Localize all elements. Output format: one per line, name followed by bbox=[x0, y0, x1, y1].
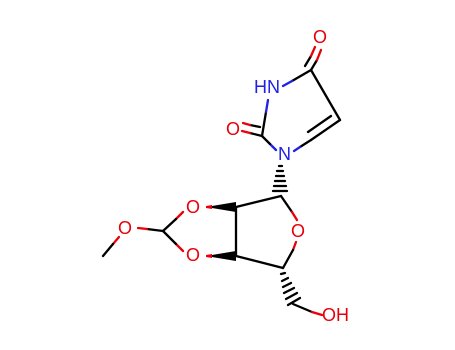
wedge-c3-o-red bbox=[206, 254, 212, 258]
atom-o-top: O bbox=[313, 27, 327, 47]
bond-c1-c2 bbox=[234, 194, 283, 209]
bond-c6-n1 bbox=[298, 138, 313, 149]
atom-hn: HN bbox=[254, 77, 280, 97]
bond-ome-ch3 bbox=[101, 242, 115, 258]
bond-c2-o-2-red bbox=[241, 121, 252, 127]
bond-o-c4-red bbox=[291, 240, 298, 252]
bond-c4-c5 bbox=[309, 68, 342, 122]
bond-n1-c2 bbox=[260, 134, 272, 146]
bond-c2-n3 bbox=[260, 110, 268, 138]
dioxolane-ring bbox=[101, 202, 236, 261]
atom-n1: N bbox=[278, 144, 291, 164]
bond-o-c-acetal-lower bbox=[161, 229, 178, 246]
bond-c4-o-2 bbox=[303, 54, 313, 68]
bond-c4-c3 bbox=[234, 254, 285, 270]
bond-c4-n3-blue bbox=[281, 79, 294, 88]
bond-c4-n3 bbox=[290, 68, 313, 83]
bond-c5-oh-red bbox=[310, 310, 324, 317]
atom-o-methoxy: O bbox=[118, 218, 132, 238]
atom-oh: OH bbox=[322, 305, 349, 325]
bond-c2-o bbox=[248, 131, 264, 138]
bond-c2-n3-blue bbox=[264, 98, 270, 114]
bond-o-c-acetal-upper bbox=[161, 217, 178, 233]
bond-c6-n1-blue bbox=[292, 145, 302, 153]
atom-o-dioxolane-lower: O bbox=[186, 245, 200, 265]
uracil-ring bbox=[240, 45, 342, 153]
wedge-c2-o bbox=[212, 202, 236, 212]
wedge-c3-o bbox=[212, 251, 236, 261]
bond-c4-o bbox=[309, 58, 319, 72]
bond-o-c4 bbox=[281, 248, 295, 270]
bond-c4-o-2-red bbox=[309, 45, 317, 58]
bond-ome-ch3-red bbox=[111, 235, 121, 246]
bond-c2-o-2 bbox=[248, 123, 262, 129]
bond-c1-o bbox=[279, 194, 294, 214]
bond-c4-o-red bbox=[315, 48, 323, 62]
bond-o-c-acetal-upper-red bbox=[174, 210, 185, 221]
bond-c-ome bbox=[145, 227, 165, 233]
bond-c1-o-red bbox=[290, 210, 299, 222]
atom-o-dioxolane-upper: O bbox=[186, 197, 200, 217]
atom-o-ring: O bbox=[291, 221, 305, 241]
bond-c5-c6 bbox=[309, 118, 342, 142]
hashed-bond-c4-c5 bbox=[279, 271, 302, 307]
bond-c5-c6-double bbox=[306, 114, 333, 134]
atom-o-left: O bbox=[226, 119, 240, 139]
furanose-ring bbox=[234, 194, 299, 270]
bond-c2-o-red bbox=[240, 129, 252, 135]
bond-c-ome-red bbox=[136, 226, 149, 231]
hashed-bond-n1-c1 bbox=[271, 164, 289, 193]
bond-n1-c2-blue bbox=[268, 142, 278, 152]
bond-c5-oh bbox=[291, 302, 314, 314]
bond-o-c-acetal-lower-red bbox=[174, 242, 185, 253]
wedge-c2-o-red bbox=[206, 205, 212, 209]
